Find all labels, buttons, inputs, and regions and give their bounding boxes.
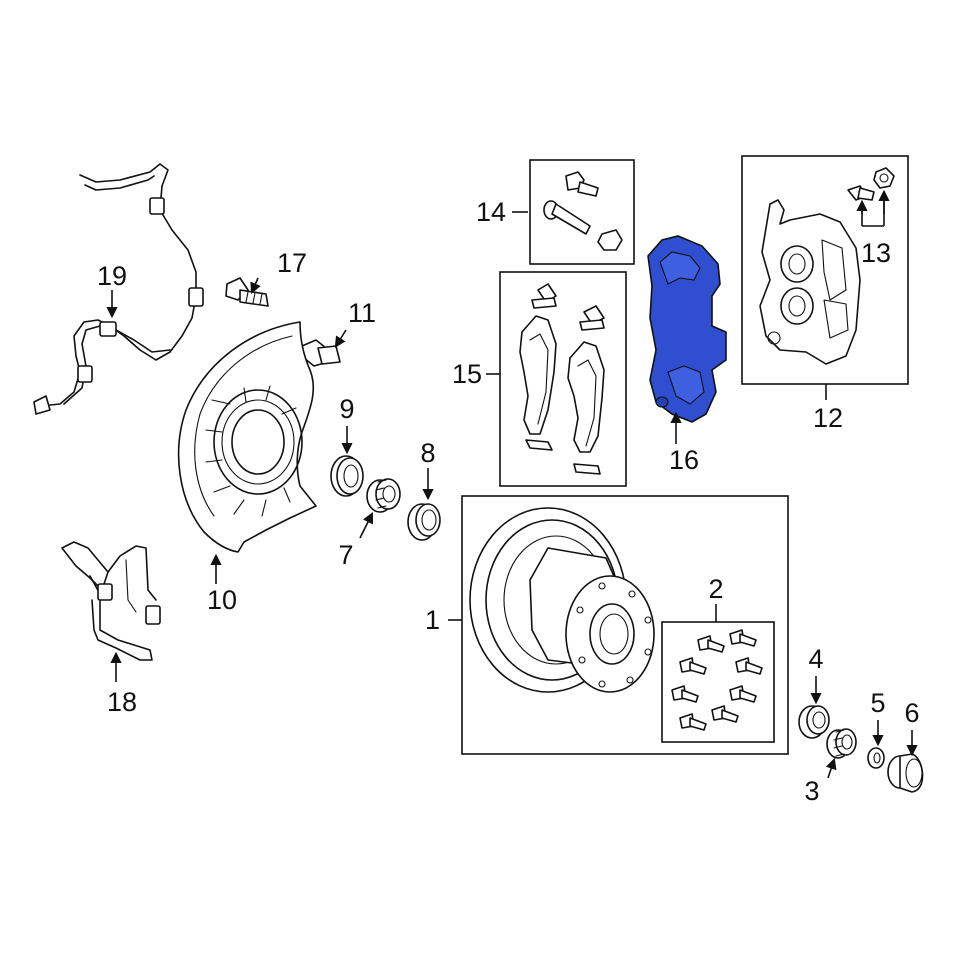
callout-17: 17 xyxy=(277,248,307,278)
callout-3: 3 xyxy=(804,776,819,806)
callout-10: 10 xyxy=(207,585,237,615)
part-19-abs-harness[interactable] xyxy=(33,163,204,415)
callout-13: 13 xyxy=(861,238,891,268)
part-7-bearing[interactable] xyxy=(359,478,401,539)
callout-5: 5 xyxy=(870,688,885,718)
part-17-bolt[interactable] xyxy=(225,277,269,307)
part-13-bolt-nut[interactable] xyxy=(847,167,895,227)
part-15-brake-pads[interactable] xyxy=(486,271,627,487)
part-6-cap[interactable] xyxy=(887,730,924,793)
part-8-race[interactable] xyxy=(407,468,441,541)
callout-16: 16 xyxy=(669,445,699,475)
part-1-rotor-hub[interactable] xyxy=(448,495,789,755)
callout-15: 15 xyxy=(452,359,482,389)
part-10-splash-shield[interactable] xyxy=(177,321,317,584)
part-18-abs-bracket[interactable] xyxy=(61,541,161,682)
callout-9: 9 xyxy=(339,394,354,424)
callout-18: 18 xyxy=(107,687,137,717)
callout-2: 2 xyxy=(708,574,723,604)
part-4-race[interactable] xyxy=(798,676,830,739)
callout-1: 1 xyxy=(425,605,440,635)
part-14-guide-pin-kit[interactable] xyxy=(512,159,635,265)
part-2-wheel-studs[interactable] xyxy=(661,604,775,743)
callout-12: 12 xyxy=(813,403,843,433)
callout-14: 14 xyxy=(476,197,506,227)
part-3-bearing[interactable] xyxy=(825,728,857,779)
part-5-washer[interactable] xyxy=(867,720,885,769)
callout-11: 11 xyxy=(348,298,376,328)
callout-4: 4 xyxy=(808,644,823,674)
callout-19: 19 xyxy=(97,261,127,291)
callouts: 1 2 3 4 5 6 7 8 9 10 11 12 13 14 15 16 1… xyxy=(97,197,920,806)
part-9-seal[interactable] xyxy=(330,426,364,497)
callout-6: 6 xyxy=(904,698,919,728)
part-11-bolt[interactable] xyxy=(301,329,347,367)
part-12-caliper[interactable] xyxy=(741,155,909,400)
callout-7: 7 xyxy=(338,540,353,570)
callout-8: 8 xyxy=(420,438,435,468)
part-16-caliper-bracket[interactable] xyxy=(647,235,727,444)
